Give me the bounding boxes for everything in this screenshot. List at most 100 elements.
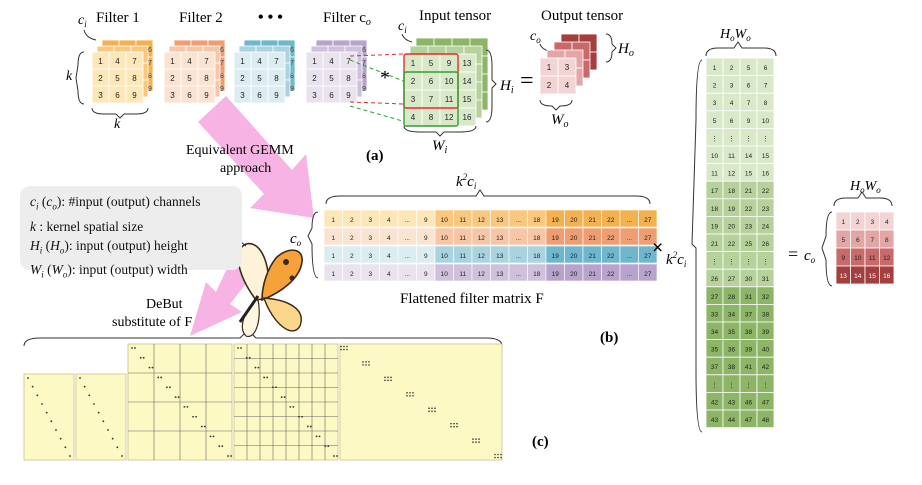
unfolded-value: 8 <box>764 100 768 107</box>
flattened-value: 27 <box>644 253 652 260</box>
filter-value: 4 <box>329 57 334 66</box>
unfolded-cell <box>756 409 775 429</box>
unfolded-value: 37 <box>711 364 719 371</box>
debut-nonzero <box>69 455 71 457</box>
debut-line2: substitute of F <box>112 315 192 330</box>
k2ci-right-brace <box>691 59 703 433</box>
flattened-value: 18 <box>533 235 541 242</box>
unfolded-value: 26 <box>762 241 770 248</box>
debut-nonzero <box>157 376 160 379</box>
input-value: 6 <box>429 77 434 86</box>
debut-nonzero <box>431 410 433 413</box>
debut-nonzero <box>107 429 109 431</box>
unfolded-value: ⋮ <box>711 259 718 266</box>
flattened-value: 22 <box>607 235 615 242</box>
unfolded-value: 14 <box>745 153 753 160</box>
filter-side-value: 7 <box>220 60 224 67</box>
flattened-value: 9 <box>424 271 428 278</box>
panel-a-label: (a) <box>366 148 384 164</box>
butterfly-illustration <box>235 237 303 337</box>
unfolded-value: 1 <box>713 65 717 72</box>
filter-value: 6 <box>115 91 120 100</box>
unfolded-value: 27 <box>711 294 719 301</box>
filter-value: 1 <box>170 57 175 66</box>
co-label-output: co <box>530 29 541 45</box>
debut-nonzero <box>227 455 229 457</box>
unfolded-value: 23 <box>762 206 770 213</box>
debut-nonzero <box>340 345 342 348</box>
unfolded-value: 6 <box>747 83 751 90</box>
unfolded-value: 21 <box>745 188 753 195</box>
debut-nonzero <box>257 366 260 369</box>
gemm-arrow <box>198 96 314 218</box>
filter-co-label: Filter co <box>323 10 371 28</box>
flattened-value: ... <box>405 253 411 260</box>
unfolded-value: 22 <box>762 188 770 195</box>
wo-brace <box>539 99 573 111</box>
result-value: 3 <box>870 219 874 226</box>
unfolded-value: 38 <box>745 329 753 336</box>
debut-nonzero <box>309 425 312 428</box>
output-value: 4 <box>565 81 570 90</box>
debut-nonzero <box>324 445 327 448</box>
filter-value: 3 <box>170 91 175 100</box>
filter-value: 5 <box>187 74 192 83</box>
debut-nonzero <box>406 394 408 397</box>
unfolded-value: 18 <box>728 188 736 195</box>
debut-nonzero <box>387 379 389 382</box>
filter-side-value: 6 <box>148 47 152 54</box>
filter-value: 8 <box>274 74 279 83</box>
flattened-caption: Flattened filter matrix F <box>400 291 544 307</box>
filter-side-value: 6 <box>290 47 294 54</box>
filter-cell <box>267 85 286 104</box>
unfolded-value: 36 <box>728 347 736 354</box>
flattened-value: 10 <box>441 271 449 278</box>
hi-label: Hi <box>499 78 514 96</box>
howo-top-brace <box>705 41 777 57</box>
debut-nonzero <box>289 406 292 408</box>
input-tensor-label: Input tensor <box>419 8 491 24</box>
debut-nonzero <box>428 410 430 413</box>
filter-value: 9 <box>346 91 351 100</box>
unfolded-value: 5 <box>713 118 717 125</box>
debut-nonzero <box>412 394 414 397</box>
filter-value: 8 <box>346 74 351 83</box>
input-value: 3 <box>411 95 416 104</box>
debut-nonzero <box>272 386 274 389</box>
unfolded-value: 16 <box>762 171 770 178</box>
unfolded-value: 22 <box>728 241 736 248</box>
debut-nonzero <box>434 410 436 413</box>
unfolded-value: 31 <box>762 276 770 283</box>
flattened-value: 12 <box>478 217 486 224</box>
debut-nonzero <box>298 415 300 418</box>
unfolded-value: 42 <box>711 399 719 406</box>
legend-line-2: k : kernel spatial size <box>30 218 144 234</box>
flattened-value: 1 <box>331 235 335 242</box>
debut-nonzero <box>280 396 283 398</box>
unfolded-value: 22 <box>745 206 753 213</box>
result-cell <box>879 265 895 285</box>
unfolded-value: 48 <box>762 417 770 424</box>
input-value: 4 <box>411 113 416 122</box>
result-value: 2 <box>856 219 860 226</box>
debut-nonzero <box>409 391 411 394</box>
howo-top-label: HoWo <box>719 27 751 43</box>
debut-nonzero <box>384 376 386 379</box>
co-label-flattened: co <box>290 231 302 248</box>
result-value: 1 <box>841 219 845 226</box>
dash-red-top <box>349 53 405 57</box>
unfolded-value: 39 <box>745 347 753 354</box>
flattened-value: ... <box>627 235 633 242</box>
filter-value: 6 <box>187 91 192 100</box>
input-value: 12 <box>445 113 454 122</box>
debut-nonzero <box>275 386 277 389</box>
unfolded-value: 24 <box>762 223 770 230</box>
filter-value: 7 <box>204 57 209 66</box>
filter-value: 7 <box>274 57 279 66</box>
input-value: 5 <box>429 59 434 68</box>
debut-nonzero <box>230 455 232 457</box>
legend-line-4: Wi (Wo): input (output) width <box>30 262 188 281</box>
filter-side-value: 7 <box>362 60 366 67</box>
